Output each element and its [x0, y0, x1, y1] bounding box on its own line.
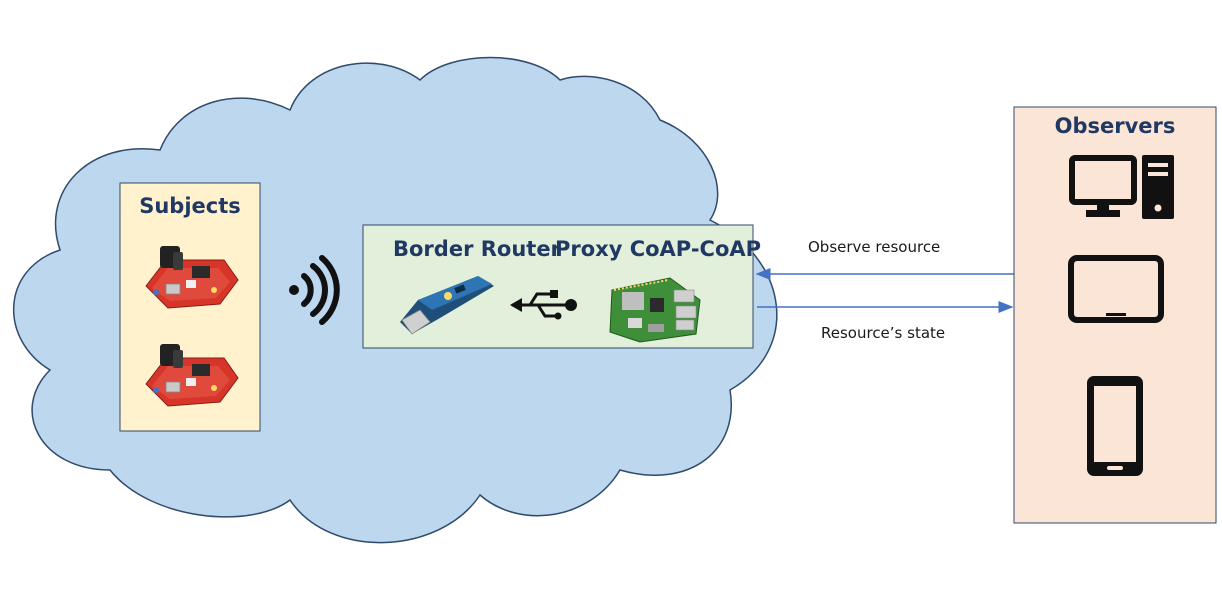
- sensor-board-icon: [145, 344, 239, 407]
- resource-state-label: Resource’s state: [821, 324, 946, 342]
- proxy-label: Proxy CoAP-CoAP: [555, 237, 762, 261]
- desktop-computer-icon: [1069, 155, 1174, 219]
- wireless-signal-icon: [289, 255, 340, 325]
- tablet-icon: [1068, 255, 1164, 323]
- raspberry-pi-icon: [609, 277, 701, 343]
- observe-resource-label: Observe resource: [808, 238, 941, 256]
- smartphone-icon: [1087, 376, 1143, 476]
- subjects-title: Subjects: [139, 194, 241, 218]
- usb-dongle-icon: [400, 276, 494, 335]
- border-router-label: Border Router: [393, 237, 561, 261]
- usb-symbol-icon: [510, 290, 577, 320]
- sensor-board-icon: [145, 246, 239, 309]
- observers-title: Observers: [1054, 114, 1176, 138]
